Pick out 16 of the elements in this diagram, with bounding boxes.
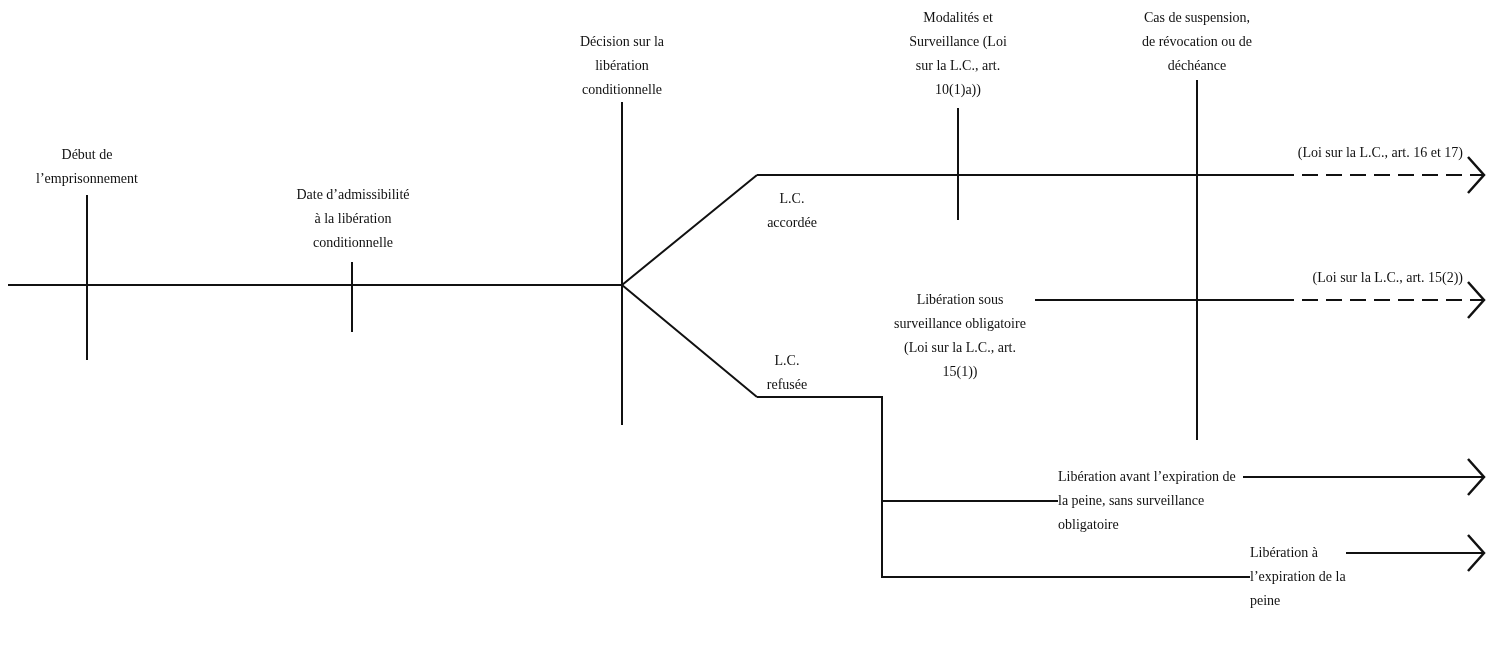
timeline-arrow	[1242, 457, 1486, 497]
timeline-label: Début de l’emprisonnement	[27, 143, 147, 191]
timeline-arrow	[756, 155, 1486, 195]
timeline-label: Cas de suspension, de révocation ou de déchéance	[1138, 6, 1256, 78]
timeline-label: Date d’admissibilité à la libération conditionnelle	[294, 183, 412, 255]
timeline-label: L.C. accordée	[757, 175, 827, 235]
timeline-label: L.C. refusée	[757, 349, 817, 397]
timeline-label: Modalités et Surveillance (Loi sur la L.C., art. 10(1)a))	[900, 6, 1016, 102]
timeline-label: Décision sur la libération conditionnelle	[567, 30, 677, 102]
timeline-label: Libération à l’expiration de la peine	[1250, 541, 1346, 613]
timeline-arrow	[1034, 280, 1486, 320]
timeline-line	[7, 284, 758, 398]
timeline-line	[756, 396, 1251, 578]
timeline-arrow	[1345, 533, 1486, 573]
timeline-label: Libération sous surveillance obligatoire (Loi sur la L.C., art. 15(1))	[885, 288, 1035, 384]
timeline-label: Libération avant l’expiration de la peine, sans surveillance obligatoire	[1058, 465, 1243, 537]
